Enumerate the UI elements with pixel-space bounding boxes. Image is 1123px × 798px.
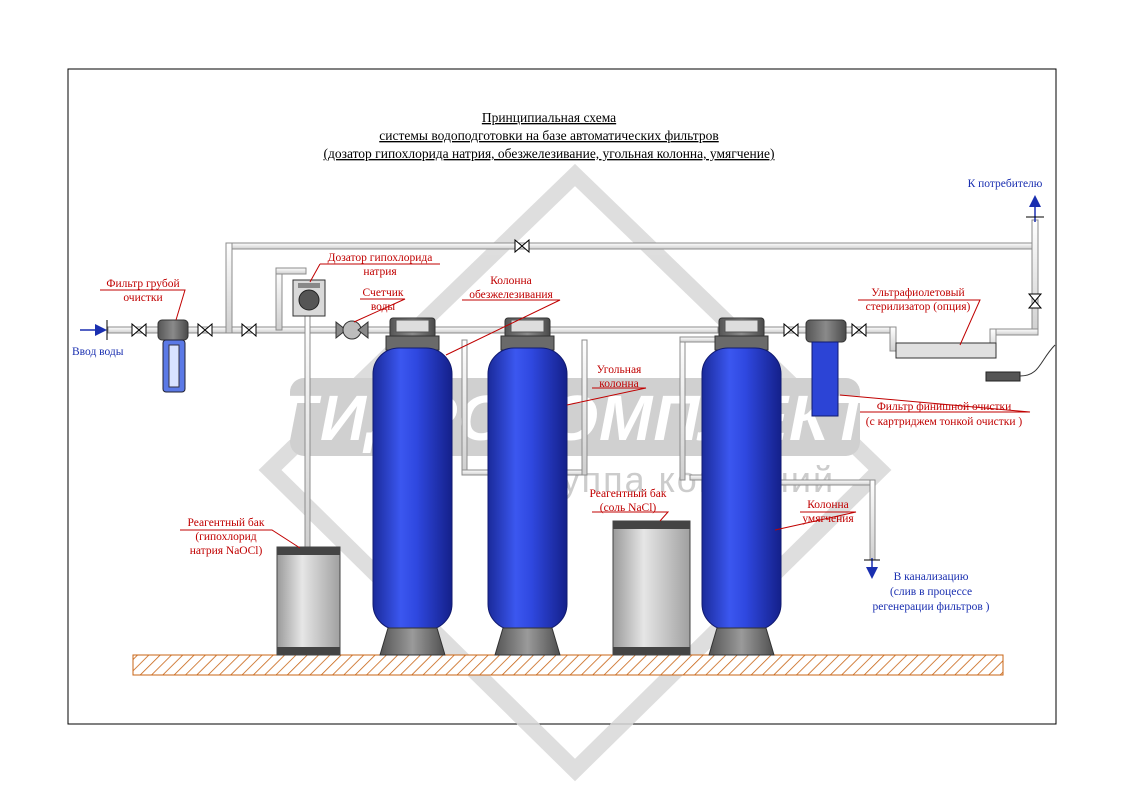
label-tank-naocl-1: Реагентный бак: [188, 517, 265, 529]
label-doser-1: Дозатор гипохлорида: [328, 252, 433, 264]
inlet-label: Ввод воды: [72, 346, 124, 358]
label-tank-naocl-3: натрия NaOCl): [190, 545, 263, 557]
component-labels: Фильтр грубой очистки Дозатор гипохлорид…: [106, 252, 1022, 557]
reagent-tank-nacl: [612, 520, 691, 656]
label-softening-2: умягчения: [802, 513, 854, 525]
label-carbon-column-1: Угольная: [597, 364, 642, 376]
title-line-2: системы водоподготовки на базе автоматич…: [379, 128, 719, 143]
label-fine-filter-1: Фильтр финишной очистки: [877, 401, 1012, 413]
valve-inlet-1: [131, 322, 147, 338]
water-meter: [335, 320, 369, 340]
drain-labels: В канализацию (слив в процессе регенерац…: [873, 571, 990, 613]
drain-arrow: [864, 558, 880, 579]
valve-fine-1: [783, 322, 799, 338]
floor-hatch: [132, 654, 1004, 676]
title-line-3: (дозатор гипохлорида натрия, обезжелезив…: [324, 146, 775, 161]
hypochlorite-doser: [292, 279, 326, 317]
carbon-column: [487, 317, 568, 656]
label-doser-2: натрия: [363, 266, 397, 278]
diagram-title: Принципиальная схема системы водоподгото…: [324, 110, 775, 161]
label-softening-1: Колонна: [807, 499, 849, 511]
label-meter-2: воды: [371, 301, 396, 313]
label-carbon-column-2: колонна: [599, 378, 639, 390]
label-fine-filter-2: (с картриджем тонкой очистки ): [866, 416, 1023, 428]
consumer-arrow: [1026, 195, 1044, 222]
consumer-label: К потребителю: [968, 178, 1043, 190]
label-drain-2: (слив в процессе: [890, 586, 972, 598]
label-tank-nacl-2: (соль NaCl): [600, 502, 657, 514]
valve-inlet-3: [241, 322, 257, 338]
label-meter-1: Счетчик: [363, 287, 404, 299]
coarse-filter: [157, 319, 189, 393]
iron-removal-column: [372, 317, 453, 656]
label-iron-column-1: Колонна: [490, 275, 532, 287]
label-coarse-filter-2: очистки: [123, 292, 162, 304]
valve-fine-2: [851, 322, 867, 338]
softening-column: [701, 317, 782, 656]
fine-filter: [805, 319, 847, 417]
label-drain-3: регенерации фильтров ): [873, 601, 990, 613]
inlet-arrow: [80, 320, 108, 340]
title-line-1: Принципиальная схема: [482, 110, 616, 125]
label-uv-2: стерилизатор (опция): [866, 301, 971, 313]
valve-inlet-2: [197, 322, 213, 338]
watermark-brand: ГИДРОКОМПЛЕКТ: [280, 382, 874, 454]
label-tank-nacl-1: Реагентный бак: [590, 488, 667, 500]
reagent-tank-naocl: [276, 546, 341, 656]
label-uv-1: Ультрафиолетовый: [871, 287, 964, 299]
label-iron-column-2: обезжелезивания: [469, 289, 553, 301]
callout-lines: [100, 263, 1031, 549]
drawing-frame: [67, 68, 1057, 725]
valve-consumer: [1027, 293, 1043, 309]
label-tank-naocl-2: (гипохлорид: [195, 531, 256, 543]
valves: [131, 238, 1043, 338]
label-drain-1: В канализацию: [894, 571, 969, 583]
label-coarse-filter-1: Фильтр грубой: [106, 278, 179, 290]
uv-sterilizer: [895, 342, 1056, 382]
valve-bypass: [514, 238, 530, 254]
